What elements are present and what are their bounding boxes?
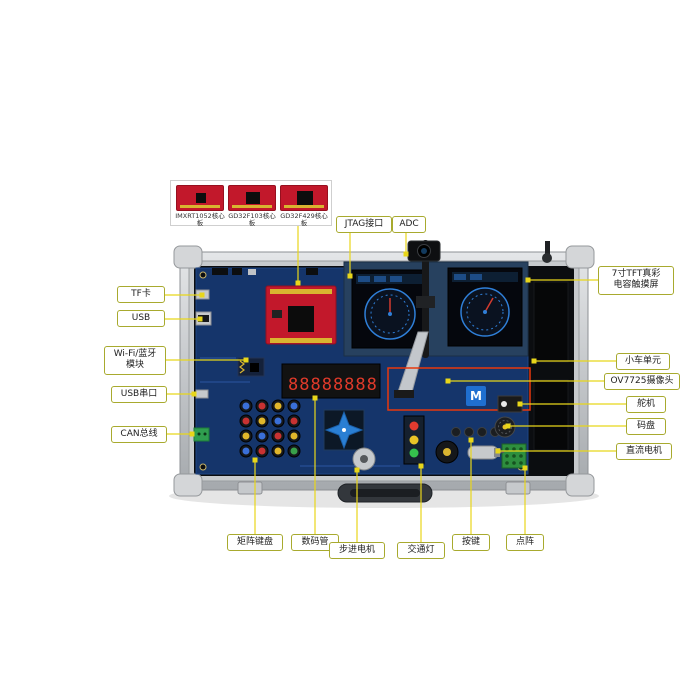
callout-adc: ADC [392, 216, 426, 234]
foam-area [533, 281, 569, 451]
callout-camera: OV7725摄像头 [604, 373, 680, 391]
callout-usb-serial: USB串口 [111, 386, 167, 404]
corner-cap [565, 473, 595, 497]
callout-traffic-light: 交通灯 [397, 542, 445, 560]
traffic-light-module [403, 415, 425, 465]
callout-wifi: Wi-Fi/蓝牙 模块 [104, 346, 166, 375]
compass-module [323, 409, 365, 451]
case-latch [505, 481, 531, 495]
stepper-motor [352, 447, 376, 471]
core-board-thumb [176, 185, 224, 211]
camera-head [407, 240, 441, 262]
core-board-thumb [228, 185, 276, 211]
core-board-caption: GD32F103核心板 [228, 212, 276, 228]
independent-keys [451, 427, 500, 437]
callout-stepper-motor: 步进电机 [329, 542, 385, 560]
core-board-panel: IMXRT1052核心板 GD32F103核心板 GD32F429核心板 [170, 180, 332, 228]
callout-matrix-keypad: 矩阵键盘 [227, 534, 283, 552]
m-logo-module: M [466, 386, 486, 406]
callout-usb: USB [117, 310, 165, 328]
svg-text:M: M [470, 389, 482, 403]
camera-assembly [394, 240, 441, 398]
encoder-disc [494, 416, 516, 438]
matrix-keypad [239, 399, 301, 458]
seven-segment-digits: 88888888 [288, 375, 378, 395]
callout-tf-card: TF卡 [117, 286, 165, 304]
corner-cap [565, 245, 595, 269]
callout-car-unit: 小车单元 [616, 353, 670, 371]
callout-can-bus: CAN总线 [111, 426, 167, 444]
callout-tft: 7寸TFT真彩 电容触摸屏 [598, 266, 674, 295]
callout-servo: 舵机 [626, 396, 666, 414]
line-endpoints [189, 251, 537, 473]
tft-screen-right [447, 267, 523, 347]
tft-screen-left [351, 269, 429, 349]
corner-cap [173, 245, 203, 269]
core-board-caption: GD32F429核心板 [280, 212, 328, 228]
dot-matrix-module [501, 443, 527, 469]
corner-cap [173, 473, 203, 497]
core-board-caption: IMXRT1052核心板 [175, 212, 225, 228]
seven-segment-display: 88888888 [281, 363, 381, 399]
car-unit-outline [387, 367, 531, 411]
callout-keys: 按键 [452, 534, 490, 552]
tft-screens [343, 261, 529, 357]
callout-dc-motor: 直流电机 [616, 443, 672, 461]
callout-jtag: JTAG接口 [336, 216, 392, 234]
callout-dot-matrix: 点阵 [506, 534, 544, 552]
antenna [542, 241, 552, 263]
car-wheel [435, 440, 459, 464]
case-latch [237, 481, 263, 495]
core-board [265, 285, 337, 345]
car-unit: M [387, 367, 531, 464]
callout-encoder: 码盘 [626, 418, 666, 436]
core-board-thumb [280, 185, 328, 211]
